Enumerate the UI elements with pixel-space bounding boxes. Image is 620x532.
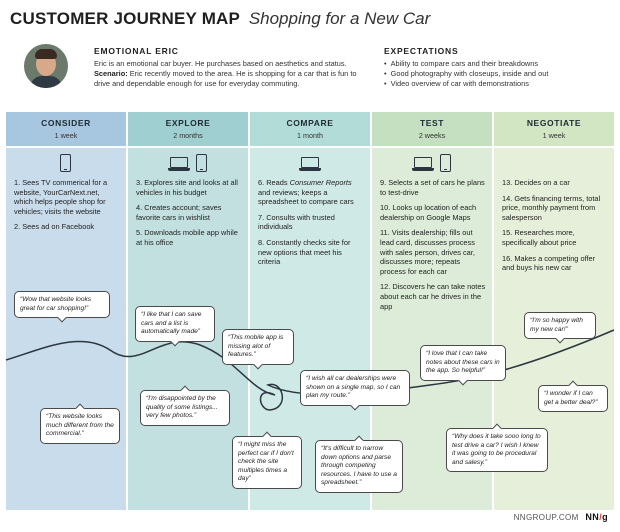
phase-duration: 2 weeks [418,131,446,140]
step-item: 4. Creates account; saves favorite cars … [136,203,222,222]
scenario-text: Eric recently moved to the area. He is s… [94,69,357,88]
persona-block: EMOTIONAL ERIC Eric is an emotional car … [94,46,364,89]
quote-bubble: “Why does it take sooo long to test driv… [446,428,548,473]
quote-bubble: “I might miss the perfect car if I don't… [232,436,302,489]
phase-name: COMPARE [286,118,334,128]
phase-header: NEGOTIATE 1 week [494,112,614,146]
footer: NNGROUP.COM NN/g [514,512,608,522]
laptop-icon [299,157,321,171]
step-item: 12. Discovers he can take notes about ea… [380,282,486,311]
step-item: 15. Researches more, specifically about … [502,228,577,247]
quote-bubble: “Wow that website looks great for car sh… [14,291,110,319]
phase-name: TEST [419,118,445,128]
step-item: 16. Makes a competing offer and buys his… [502,253,596,273]
phase-name: NEGOTIATE [526,118,582,128]
step-item: 11. Visits dealership; fills out lead ca… [380,228,475,276]
step-item: 5. Downloads mobile app while at his off… [136,228,238,247]
phase-duration: 1 month [297,131,323,140]
phase-header: TEST 2 weeks [372,112,492,146]
persona-avatar [24,44,68,88]
step-item: 2. Sees ad on Facebook [14,222,95,232]
step-item: 1. Sees TV commerical for a website, You… [14,178,108,216]
step-item: 7. Consults with trusted individuals [258,212,335,232]
title-sub: Shopping for a New Car [248,9,431,28]
phase-steps: 9. Selects a set of cars he plans to tes… [380,178,486,317]
persona-description: Eric is an emotional car buyer. He purch… [94,59,347,68]
nng-logo: NN/g [585,512,608,522]
phase-duration: 1 week [542,131,566,140]
title-main: CUSTOMER JOURNEY MAP [10,9,241,28]
step-item: 9. Selects a set of cars he plans to tes… [380,178,485,197]
quote-bubble: “I'm so happy with my new car!” [524,312,596,340]
step-item: 8. Constantly checks site for new option… [258,237,351,267]
quote-bubble: “This website looks much different from … [40,408,120,444]
laptop-icon [412,157,434,171]
page-title: CUSTOMER JOURNEY MAP Shopping for a New … [10,8,430,30]
step-item: 10. Looks up location of each dealership… [380,203,477,222]
expectations-heading: EXPECTATIONS [384,46,459,56]
quote-bubble: “I wonder if I can get a better deal?” [538,385,608,413]
step-item: 6. Reads Consumer Reports and reviews; k… [258,178,354,207]
phone-icon [60,154,71,172]
phase-steps: 3. Explores site and looks at all vehicl… [136,178,242,254]
expectation-item: Ability to compare cars and their breakd… [384,59,614,69]
phase-header: COMPARE 1 month [250,112,370,146]
expectations-block: EXPECTATIONS Ability to compare cars and… [384,46,614,89]
quote-bubble: “I'm disappointed by the quality of some… [140,390,230,426]
step-item: 3. Explores site and looks at all vehicl… [136,178,238,197]
quote-bubble: “This mobile app is missing alot of feat… [222,329,294,365]
phone-icon [440,154,451,172]
scenario-label: Scenario: [94,69,128,78]
laptop-icon [168,157,190,171]
step-item: 13. Decides on a car [502,178,570,187]
phone-icon [196,154,207,172]
quote-bubble: “I like that I can save cars and a list … [135,306,215,342]
phase-duration: 1 week [54,131,78,140]
phase-duration: 2 months [173,131,203,140]
step-item: 14. Gets financing terms, total price, m… [502,193,601,222]
quote-bubble: “It's difficult to narrow down options a… [315,440,403,493]
phase-steps: 13. Decides on a car 14. Gets financing … [502,178,608,279]
persona-name: EMOTIONAL ERIC [94,46,179,56]
phase-steps: 1. Sees TV commerical for a website, You… [14,178,120,238]
quote-bubble: “I love that I can take notes about thes… [420,345,506,381]
phase-header: CONSIDER 1 week [6,112,126,146]
phase-name: EXPLORE [165,118,211,128]
expectations-list: Ability to compare cars and their breakd… [384,59,614,89]
phase-header: EXPLORE 2 months [128,112,248,146]
persona-scenario: Scenario: Eric recently moved to the are… [94,69,364,89]
phase-steps: 6. Reads Consumer Reports and reviews; k… [258,178,364,273]
quote-bubble: “I wish all car dealerships were shown o… [300,370,410,406]
footer-site: NNGROUP.COM [513,513,579,522]
expectation-item: Good photography with closeups, inside a… [384,69,614,79]
expectation-item: Video overview of car with demonstration… [384,79,614,89]
phase-name: CONSIDER [41,118,91,128]
